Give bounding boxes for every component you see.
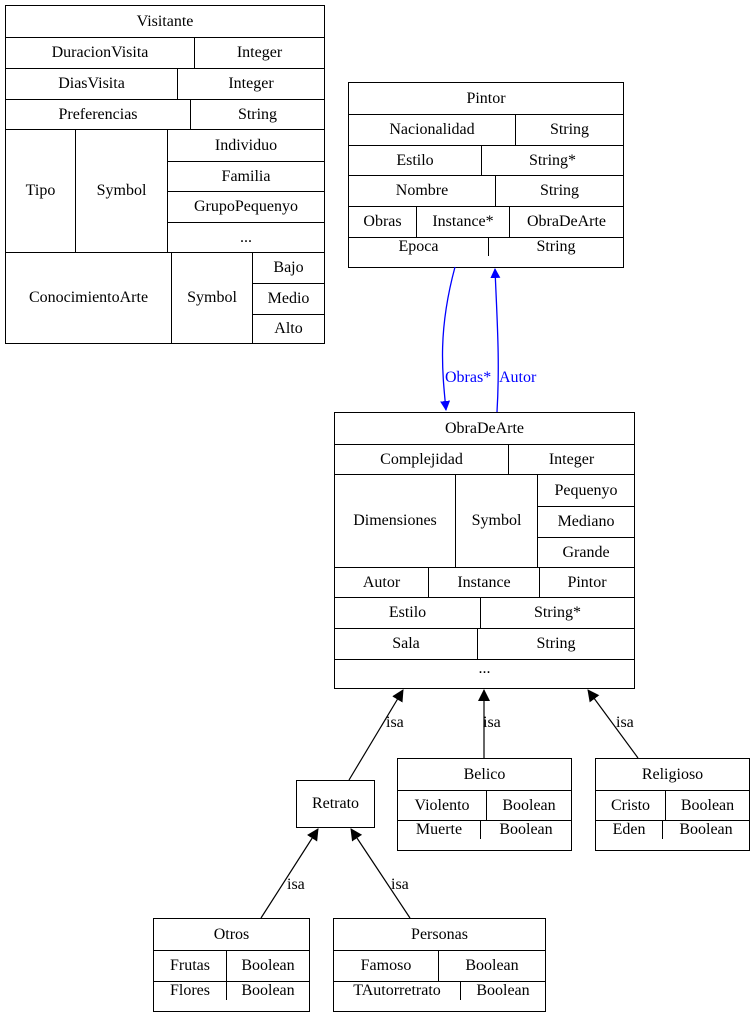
- attr-name: Complejidad: [380, 450, 463, 468]
- attr-range: ObraDeArte: [509, 207, 623, 237]
- attr-name: Obras: [363, 213, 402, 230]
- religioso-node: Religioso Cristo Boolean Eden Boolean: [595, 758, 750, 851]
- obradearte-title: ObraDeArte: [444, 419, 525, 437]
- symbol-value: ...: [168, 222, 324, 252]
- edge-isa-personas: [350, 828, 411, 919]
- belico-title: Belico: [463, 765, 506, 783]
- attr-type: Boolean: [226, 951, 309, 981]
- attr-name: DuracionVisita: [51, 44, 149, 61]
- symbol-value: Alto: [253, 314, 324, 343]
- attr-type: Integer: [194, 38, 324, 68]
- visitante-node: Visitante DuracionVisita Integer DiasVis…: [5, 5, 325, 344]
- edge-label-isa: isa: [391, 876, 409, 893]
- edge-label-isa: isa: [287, 876, 305, 893]
- attr-type: String: [495, 176, 623, 206]
- attr-type: String: [477, 629, 634, 659]
- attr-name: Dimensiones: [353, 512, 437, 529]
- attr-name: Violento: [414, 796, 470, 814]
- symbol-value: GrupoPequenyo: [168, 191, 324, 222]
- edge-label-isa: isa: [386, 714, 404, 731]
- attr-name: ConocimientoArte: [28, 289, 149, 306]
- edge-label-autor: Autor: [499, 369, 537, 386]
- symbol-value: Mediano: [538, 506, 634, 537]
- attr-type: String*: [481, 146, 623, 175]
- edge-label-obras: Obras*: [445, 369, 491, 386]
- attr-name: Sala: [392, 635, 420, 652]
- edge-isa-otros: [260, 828, 319, 919]
- symbol-values: Bajo Medio Alto: [252, 253, 324, 343]
- attr-type: String: [515, 115, 623, 145]
- attr-type: String: [190, 100, 324, 129]
- symbol-value: Bajo: [273, 259, 304, 276]
- edge-isa-religioso: [587, 689, 639, 759]
- attr-name: Nacionalidad: [389, 121, 475, 138]
- edge-autor: [490, 268, 501, 413]
- belico-node: Belico Violento Boolean Muerte Boolean: [397, 758, 572, 851]
- attr-type: Boolean: [480, 821, 571, 839]
- attr-name: Tipo: [25, 182, 56, 199]
- attr-type: Symbol: [171, 253, 252, 343]
- edge-label-isa: isa: [483, 714, 501, 731]
- retrato-title: Retrato: [311, 795, 360, 812]
- attr-type: Boolean: [226, 982, 309, 1000]
- edge-obras: [440, 266, 456, 411]
- attr-name: Epoca: [398, 238, 439, 255]
- more-attrs: ...: [478, 660, 491, 677]
- attr-type: String*: [480, 598, 634, 628]
- attr-name: Estilo: [388, 604, 427, 621]
- attr-type: Integer: [508, 445, 634, 474]
- attr-range: Pintor: [539, 568, 634, 597]
- attr-name: TAutorretrato: [353, 982, 441, 999]
- attr-type: Boolean: [438, 951, 545, 981]
- attr-type: Integer: [177, 69, 324, 99]
- attr-type: Symbol: [75, 130, 167, 252]
- attr-name: Estilo: [396, 151, 434, 169]
- attr-type: Boolean: [662, 821, 749, 839]
- attr-name: Preferencias: [58, 105, 138, 123]
- symbol-value: Medio: [253, 283, 324, 314]
- edge-isa-retrato: [348, 689, 404, 781]
- visitante-title: Visitante: [136, 12, 194, 30]
- symbol-value: Pequenyo: [554, 481, 618, 499]
- personas-title: Personas: [411, 925, 468, 943]
- otros-node: Otros Frutas Boolean Flores Boolean: [153, 918, 310, 1012]
- attr-name: Flores: [170, 982, 210, 999]
- attr-name: Muerte: [415, 821, 463, 838]
- attr-type: Instance*: [416, 207, 509, 237]
- religioso-title: Religioso: [641, 765, 704, 783]
- symbol-value: Individuo: [214, 136, 278, 154]
- symbol-values: Individuo Familia GrupoPequenyo ...: [167, 130, 324, 252]
- symbol-values: Pequenyo Mediano Grande: [537, 475, 634, 567]
- attr-type: String: [488, 238, 623, 256]
- pintor-title: Pintor: [466, 89, 506, 107]
- obradearte-node: ObraDeArte Complejidad Integer Dimension…: [334, 412, 635, 689]
- attr-name: Cristo: [610, 796, 651, 814]
- attr-type: Instance: [428, 568, 539, 597]
- edge-label-isa: isa: [616, 714, 634, 731]
- symbol-value: Familia: [168, 161, 324, 191]
- pintor-node: Pintor Nacionalidad String Estilo String…: [348, 82, 624, 268]
- attr-name: Frutas: [170, 957, 210, 974]
- retrato-node: Retrato: [296, 780, 375, 828]
- attr-name: Famoso: [360, 957, 412, 974]
- attr-type: Boolean: [486, 791, 571, 820]
- attr-type: Symbol: [455, 475, 537, 567]
- otros-title: Otros: [213, 925, 250, 943]
- attr-name: Eden: [612, 821, 646, 838]
- personas-node: Personas Famoso Boolean TAutorretrato Bo…: [333, 918, 546, 1012]
- attr-name: Nombre: [395, 182, 449, 199]
- symbol-value: Grande: [538, 537, 634, 567]
- attr-name: Autor: [362, 573, 401, 591]
- attr-name: DiasVisita: [58, 75, 125, 92]
- attr-type: Boolean: [665, 791, 749, 820]
- attr-type: Boolean: [460, 982, 545, 1000]
